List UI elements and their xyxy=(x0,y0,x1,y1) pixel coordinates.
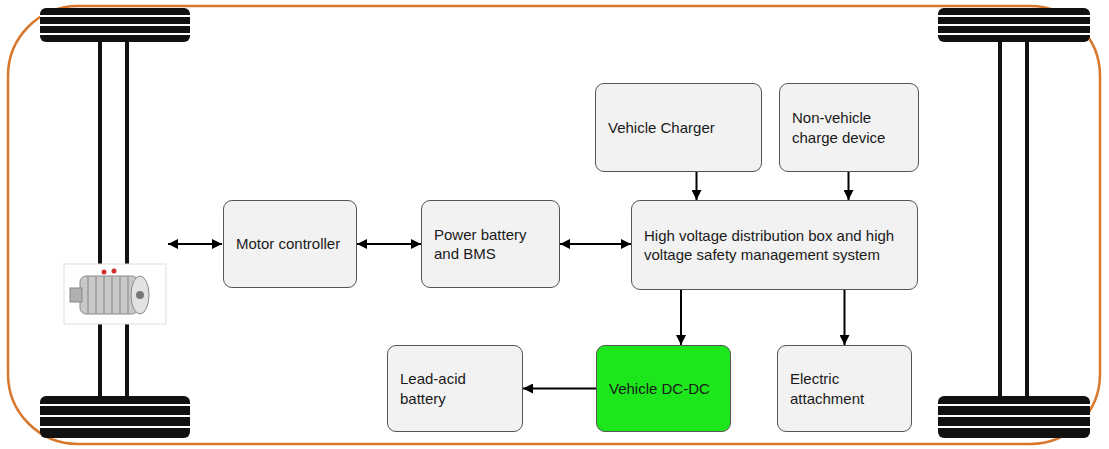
battery-box: Power battery and BMS xyxy=(421,200,560,288)
flow-arrow xyxy=(696,172,698,200)
vehicle-body-outline xyxy=(8,6,1100,444)
box-label: High voltage distribution box and high v… xyxy=(644,226,905,265)
box-label: Vehicle DC-DC xyxy=(609,379,710,399)
flow-arrow xyxy=(680,290,682,345)
motor-picture xyxy=(64,264,166,324)
attachment-box: Electric attachment xyxy=(777,345,912,432)
distribution-box: High voltage distribution box and high v… xyxy=(631,200,918,290)
converter-box: Vehicle DC-DC xyxy=(596,345,731,432)
charger-box: Vehicle Charger xyxy=(595,83,762,172)
box-label: Non-vehicle charge device xyxy=(792,108,906,147)
box-label: Motor controller xyxy=(236,234,340,254)
right-wheel-assembly xyxy=(938,8,1090,438)
box-label: Lead-acid battery xyxy=(400,369,510,408)
flow-arrow xyxy=(848,172,850,200)
motor-wire xyxy=(168,243,222,245)
flow-arrow xyxy=(844,290,846,345)
box-label: Electric attachment xyxy=(790,369,899,408)
flow-arrow xyxy=(560,243,631,245)
left-wheel-assembly xyxy=(40,8,190,438)
controller-box: Motor controller xyxy=(223,200,357,288)
charge-device-box: Non-vehicle charge device xyxy=(779,83,919,172)
flow-arrow xyxy=(523,388,596,390)
box-label: Power battery and BMS xyxy=(434,225,547,264)
box-label: Vehicle Charger xyxy=(608,118,715,138)
battery-box: Lead-acid battery xyxy=(387,345,523,432)
flow-arrow xyxy=(357,243,421,245)
